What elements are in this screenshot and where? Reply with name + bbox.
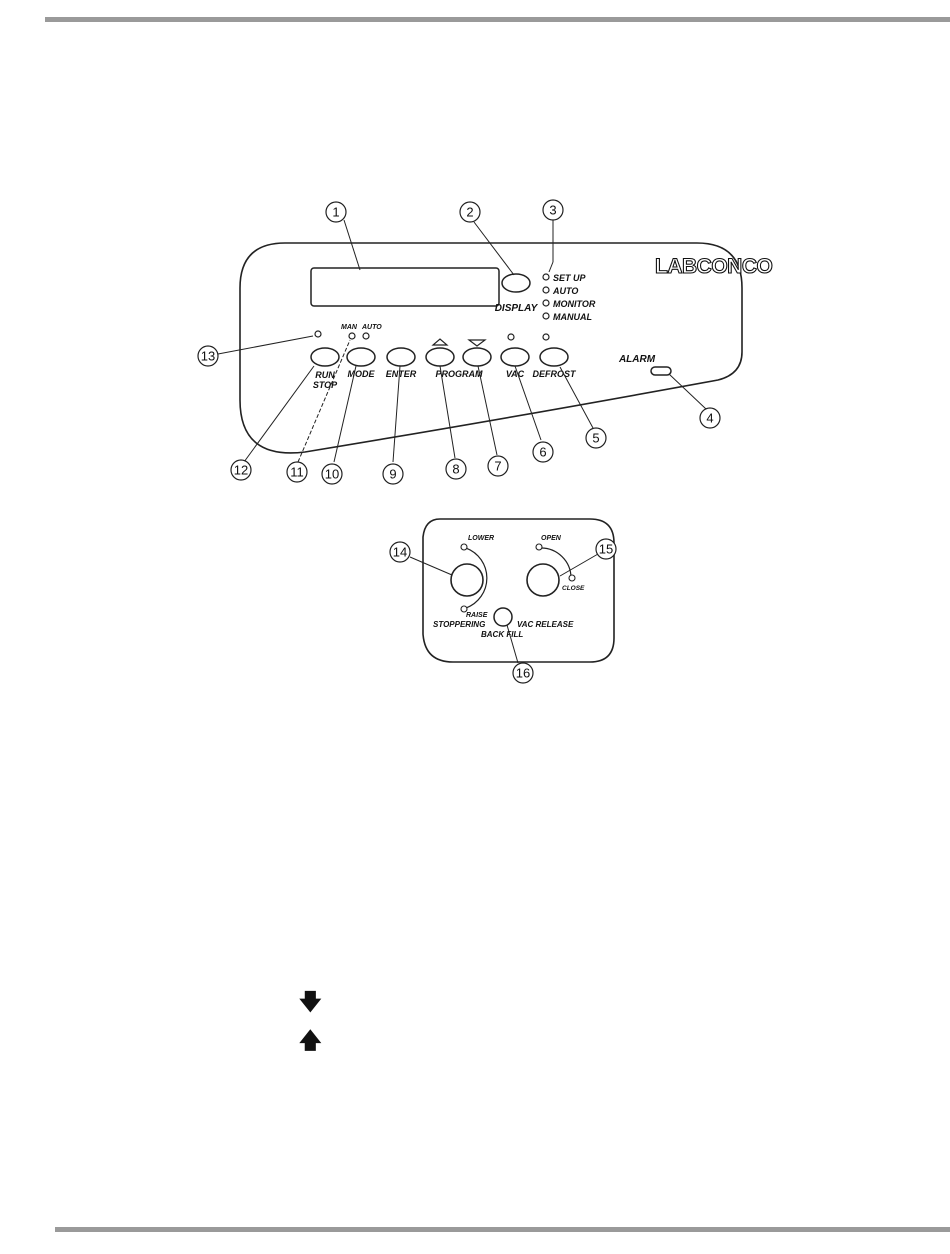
callout-9: 9 (389, 467, 396, 482)
vac-button[interactable] (501, 348, 529, 366)
callout-11: 11 (290, 465, 304, 480)
mode-button[interactable] (347, 348, 375, 366)
lower-label: LOWER (468, 535, 494, 542)
callout-14: 14 (393, 545, 407, 560)
vac-release-button[interactable] (494, 608, 512, 626)
callout-1: 1 (332, 205, 339, 220)
auto-led (543, 287, 549, 293)
auto-mode-label: AUTO (552, 286, 578, 296)
back-fill-label: BACK FILL (481, 630, 523, 639)
callout-6: 6 (539, 445, 546, 460)
stoppering-knob[interactable] (451, 564, 483, 596)
run-label: RUN (315, 370, 335, 380)
enter-button[interactable] (387, 348, 415, 366)
close-led (569, 575, 575, 581)
open-label: OPEN (541, 535, 562, 542)
down-triangle-icon (469, 340, 485, 346)
callout-12: 12 (234, 463, 248, 478)
up-arrow-icon: 🡅 (299, 1031, 322, 1053)
stop-label: STOP (313, 380, 338, 390)
open-led (536, 544, 542, 550)
callout-16: 16 (516, 666, 530, 681)
button-row (311, 348, 568, 366)
bottom-rule (55, 1227, 950, 1232)
setup-label: SET UP (553, 273, 587, 283)
callout-2: 2 (466, 205, 473, 220)
manual-label: MANUAL (553, 312, 592, 322)
down-arrow-icon: 🡇 (299, 992, 322, 1014)
close-label: CLOSE (562, 585, 585, 592)
callout-8: 8 (452, 462, 459, 477)
program-label: PROGRAM (436, 369, 484, 379)
up-triangle-icon (433, 339, 447, 345)
program-up-button[interactable] (426, 348, 454, 366)
defrost-button[interactable] (540, 348, 568, 366)
alarm-label: ALARM (618, 354, 656, 365)
lcd-display-window (311, 268, 499, 306)
mode-indicator-leds: SET UP AUTO MONITOR MANUAL (543, 273, 596, 322)
auto-small-label: AUTO (361, 324, 382, 331)
callout-15: 15 (599, 542, 613, 557)
lower-led (461, 544, 467, 550)
auto-led-small (363, 333, 369, 339)
mode-label: MODE (348, 369, 376, 379)
vac-led (508, 334, 514, 340)
callout-13: 13 (201, 349, 215, 364)
alarm-indicator (651, 367, 671, 375)
manual-led (543, 313, 549, 319)
callout-3: 3 (549, 203, 556, 218)
defrost-label: DEFROST (532, 369, 577, 379)
vacuum-valve-knob[interactable] (527, 564, 559, 596)
run-led (315, 331, 321, 337)
man-led (349, 333, 355, 339)
setup-led (543, 274, 549, 280)
monitor-label: MONITOR (553, 299, 596, 309)
defrost-led (543, 334, 549, 340)
enter-label: ENTER (386, 369, 417, 379)
callout-10: 10 (325, 467, 339, 482)
man-label: MAN (341, 324, 358, 331)
program-down-button[interactable] (463, 348, 491, 366)
monitor-led (543, 300, 549, 306)
display-label: DISPLAY (495, 303, 539, 314)
raise-label: RAISE (466, 612, 488, 619)
display-button[interactable] (502, 274, 530, 292)
stopper-panel-outline (423, 519, 614, 662)
labconco-logo: LABCONCO (655, 255, 772, 278)
callout-4: 4 (706, 411, 713, 426)
stoppering-label: STOPPERING (433, 620, 485, 629)
callout-7: 7 (494, 459, 501, 474)
callout-5: 5 (592, 431, 599, 446)
vac-release-label: VAC RELEASE (517, 620, 574, 629)
vac-label: VAC (506, 369, 525, 379)
run-stop-button[interactable] (311, 348, 339, 366)
